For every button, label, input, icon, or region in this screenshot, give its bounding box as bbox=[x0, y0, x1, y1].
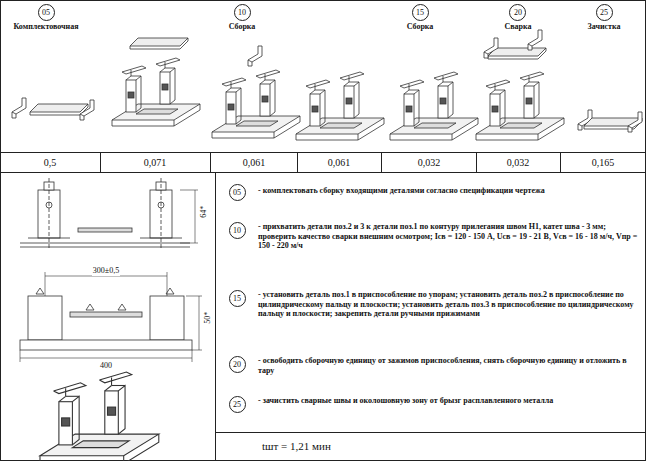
time-cell: 0,061 bbox=[328, 157, 351, 169]
dimension: 64* bbox=[199, 205, 209, 219]
step-note: - комплектовать сборку входящими деталям… bbox=[258, 186, 638, 196]
step-number: 25 bbox=[229, 396, 246, 413]
operation-name: Комплектовочная bbox=[13, 22, 78, 31]
operation-number: 10 bbox=[229, 222, 246, 239]
operation-node: 20Сварка bbox=[504, 4, 531, 31]
operation-node: 10Сборка bbox=[229, 4, 256, 31]
operation-number: 25 bbox=[229, 396, 246, 413]
operation-number: 20 bbox=[509, 4, 526, 21]
dimension: 400 bbox=[99, 361, 113, 371]
time-cell: 0,165 bbox=[592, 157, 615, 169]
operation-name: Зачистка bbox=[588, 22, 621, 31]
operation-number: 25 bbox=[596, 4, 613, 21]
operation-name: Сборка bbox=[407, 22, 434, 31]
step-number: 20 bbox=[229, 356, 246, 373]
time-cell: 0,061 bbox=[243, 157, 266, 169]
operation-number: 10 bbox=[234, 4, 251, 21]
step-note: - освободить сборочную единицу от зажимо… bbox=[258, 356, 638, 375]
operation-name: Сварка bbox=[504, 22, 531, 31]
operation-node: 25Зачистка bbox=[588, 4, 621, 31]
dimension: 50* bbox=[203, 311, 213, 325]
operation-name: Сборка bbox=[229, 22, 256, 31]
time-cell: 0,032 bbox=[418, 157, 441, 169]
dimension: 300±0,5 bbox=[92, 266, 120, 276]
step-note: - зачистить сварные швы и околошовную зо… bbox=[258, 396, 638, 406]
operation-number: 15 bbox=[229, 290, 246, 307]
step-number: 15 bbox=[229, 290, 246, 307]
step-note: - прихватить детали поз.2 и 3 к детали п… bbox=[258, 222, 638, 251]
step-number: 05 bbox=[229, 184, 246, 201]
time-cell: 0,071 bbox=[144, 157, 167, 169]
step-number: 10 bbox=[229, 222, 246, 239]
operation-number: 20 bbox=[229, 356, 246, 373]
operation-number: 05 bbox=[38, 4, 55, 21]
step-note: - установить деталь поз.1 в приспособлен… bbox=[258, 290, 638, 319]
time-cell: 0,032 bbox=[507, 157, 530, 169]
operation-number: 15 bbox=[412, 4, 429, 21]
time-cell: 0,5 bbox=[44, 157, 57, 169]
operation-number: 05 bbox=[229, 184, 246, 201]
operation-node: 05Комплектовочная bbox=[13, 4, 78, 31]
total-time: tшт = 1,21 мин bbox=[262, 440, 331, 453]
operation-node: 15Сборка bbox=[407, 4, 434, 31]
